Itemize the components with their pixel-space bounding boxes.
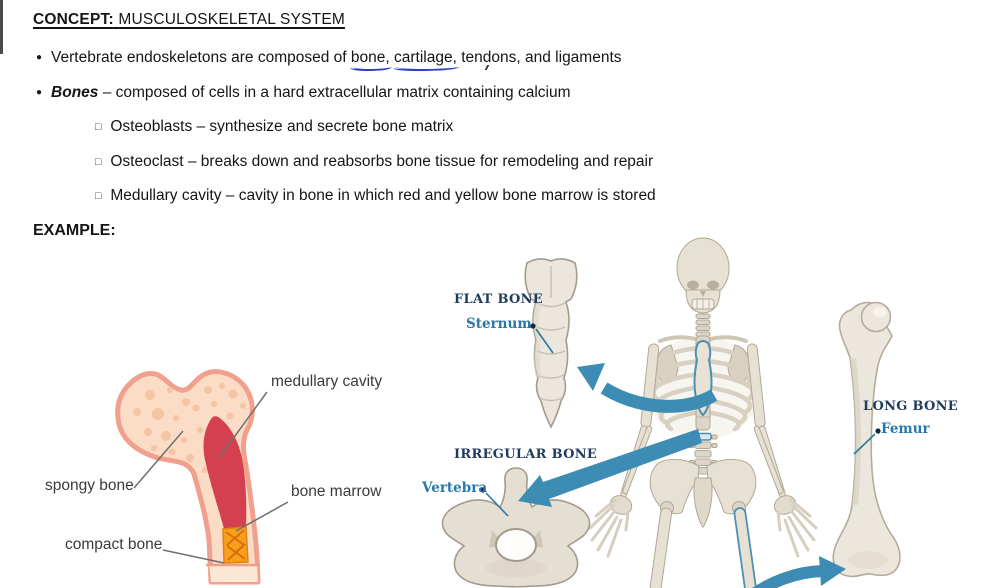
edge-artifact — [0, 0, 3, 54]
femur-illustration — [832, 301, 901, 578]
square-bullet: □ — [95, 156, 102, 168]
skeleton-femur-highlighted — [733, 507, 757, 588]
cervical-spine — [695, 313, 711, 337]
compact-bone-label: compact bone — [65, 536, 163, 553]
subbullet-medullary-cavity: □Medullary cavity – cavity in bone in wh… — [95, 187, 656, 204]
sternum-label: Sternum — [466, 316, 532, 332]
sternum-illustration — [524, 258, 578, 429]
long-bone-category-label: LONG BONE — [863, 399, 959, 414]
femur-label: Femur — [881, 421, 930, 437]
square-bullet: □ — [95, 121, 102, 133]
pointer-arrows — [518, 363, 846, 588]
square-bullet: □ — [95, 190, 102, 202]
vertebra-illustration — [441, 467, 591, 588]
concept-prefix: CONCEPT: — [33, 11, 114, 28]
concept-title: MUSCULOSKELETAL SYSTEM — [118, 11, 345, 28]
spongy-bone-label: spongy bone — [45, 477, 134, 494]
medullary-cavity-label: medullary cavity — [271, 373, 383, 390]
skeleton-illustration — [588, 237, 818, 588]
tendons-word: tendons, — [461, 49, 521, 66]
example-heading: EXAMPLE: — [33, 222, 116, 239]
bullet1-text: Vertebrate endoskeletons are composed of — [51, 49, 351, 66]
bullet-dot: ● — [36, 87, 43, 98]
subbullet-osteoblasts: □Osteoblasts – synthesize and secrete bo… — [95, 118, 454, 135]
page-title: CONCEPT: MUSCULOSKELETAL SYSTEM — [33, 11, 345, 29]
bullet-dot: ● — [36, 52, 43, 63]
vertebra-label: Vertebra — [422, 480, 488, 496]
femur-cross-section-illustration — [115, 369, 289, 585]
bone-marrow-shape — [222, 526, 249, 564]
irregular-bone-category-label: IRREGULAR BONE — [454, 447, 598, 462]
flat-bone-category-label: FLAT BONE — [454, 292, 543, 307]
medullary-cavity-shape — [203, 416, 247, 529]
bones-term: Bones — [51, 84, 99, 101]
bullet-endoskeletons: ● Vertebrate endoskeletons are composed o… — [36, 49, 622, 66]
skull — [676, 237, 730, 314]
ink-underlined-bone: bone, — [350, 49, 390, 66]
spongy-texture — [133, 383, 246, 517]
subbullet-osteoclast: □Osteoclast – breaks down and reabsorbs … — [95, 153, 654, 170]
bone-marrow-label: bone marrow — [291, 483, 382, 500]
leader-lines-right — [480, 323, 881, 517]
leader-lines-left — [133, 391, 289, 564]
skeleton-femur-left — [649, 507, 673, 588]
bullet-bones: ●Bones – composed of cells in a hard ext… — [36, 84, 571, 101]
ink-underlined-cartilage: cartilage, — [394, 49, 457, 66]
